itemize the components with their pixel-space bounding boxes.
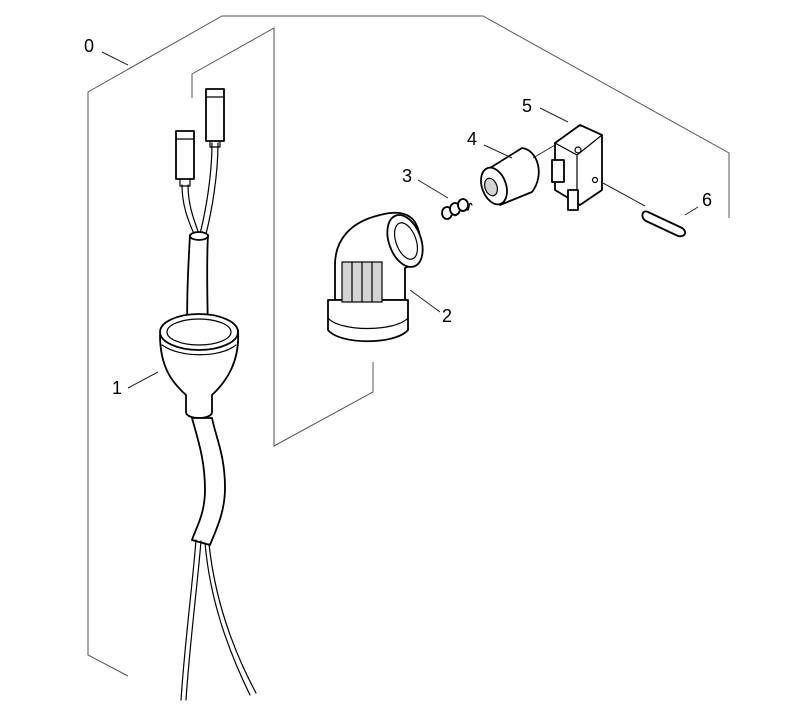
callout-4: 4 (467, 129, 477, 149)
spring-part (417, 179, 473, 220)
sub-assembly-frame (191, 27, 374, 447)
plunger-part (480, 144, 540, 206)
micro-switch-part (532, 107, 603, 211)
cable-grommet-part (127, 88, 257, 701)
callout-5: 5 (522, 96, 532, 116)
elbow-fitting-part (327, 211, 441, 343)
assembly-frame (87, 15, 730, 677)
callout-3: 3 (402, 166, 412, 186)
callout-6: 6 (702, 190, 712, 210)
spade-connector (175, 130, 195, 187)
callout-1: 1 (112, 378, 122, 398)
callout-2: 2 (442, 306, 452, 326)
pin-part (602, 182, 699, 238)
callout-0: 0 (84, 36, 94, 56)
spade-connector (205, 88, 225, 148)
